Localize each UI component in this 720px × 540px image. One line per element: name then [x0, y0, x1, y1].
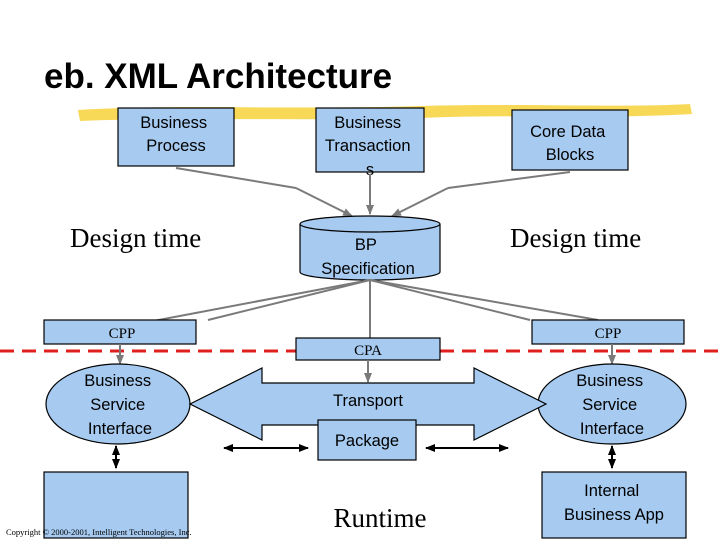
cpa-box: CPA: [295, 337, 441, 361]
business-process-box: Business Process: [117, 107, 235, 167]
line-spec-to-cpp-right: [369, 279, 599, 321]
arrow-cdb-to-spec-head: [391, 187, 449, 217]
line-spec-to-cpp-left: [147, 279, 371, 323]
internal-business-app-box: Internal Business App: [541, 471, 687, 539]
svg-text:Business Transaction: Business Transaction s: [325, 114, 415, 179]
svg-text:Business Process: Business Process: [140, 114, 212, 155]
arrow-bp-to-spec: [175, 167, 297, 189]
svg-text:Core Data Blocks: Core Data Blocks: [530, 123, 610, 164]
svg-text:Internal Business App: Internal Business App: [564, 482, 664, 524]
line-spec-to-cpp-right-2: [369, 279, 531, 321]
transport-double-arrow: Transport: [188, 367, 548, 441]
svg-text:Transport: Transport: [333, 392, 403, 410]
svg-text:CPP: CPP: [109, 326, 136, 342]
arrow-cdb-to-spec: [447, 171, 571, 189]
internal-app-left-box: [43, 471, 189, 539]
bp-specification-cylinder: BP Specification: [299, 215, 441, 281]
bsi-right-oval: Business Service Interface: [537, 363, 687, 445]
svg-text:Business Service I: Business Service Interface: [84, 372, 156, 438]
copyright-text: Copyright © 2000-2001, Intelligent Techn…: [6, 527, 192, 537]
line-spec-to-cpp-left-2: [207, 279, 371, 321]
svg-text:CPP: CPP: [595, 326, 622, 342]
runtime-label: Runtime: [334, 503, 427, 533]
page-title: eb. XML Architecture: [44, 57, 392, 96]
business-transactions-box: Business Transaction s: [315, 107, 425, 179]
arrow-bp-to-spec-head: [295, 187, 353, 217]
svg-text:BP Specification: BP Specification: [321, 236, 415, 278]
svg-text:Package: Package: [335, 432, 399, 450]
core-data-blocks-box: Core Data Blocks: [511, 109, 629, 171]
cpp-right-box: CPP: [531, 319, 685, 345]
design-time-right-label: Design time: [510, 223, 641, 253]
bsi-left-oval: Business Service Interface: [45, 363, 191, 445]
design-time-left-label: Design time: [70, 223, 201, 253]
cpp-left-box: CPP: [43, 319, 197, 345]
package-box: Package: [317, 419, 417, 461]
svg-text:CPA: CPA: [354, 343, 382, 359]
svg-text:Business Service I: Business Service Interface: [576, 372, 648, 438]
